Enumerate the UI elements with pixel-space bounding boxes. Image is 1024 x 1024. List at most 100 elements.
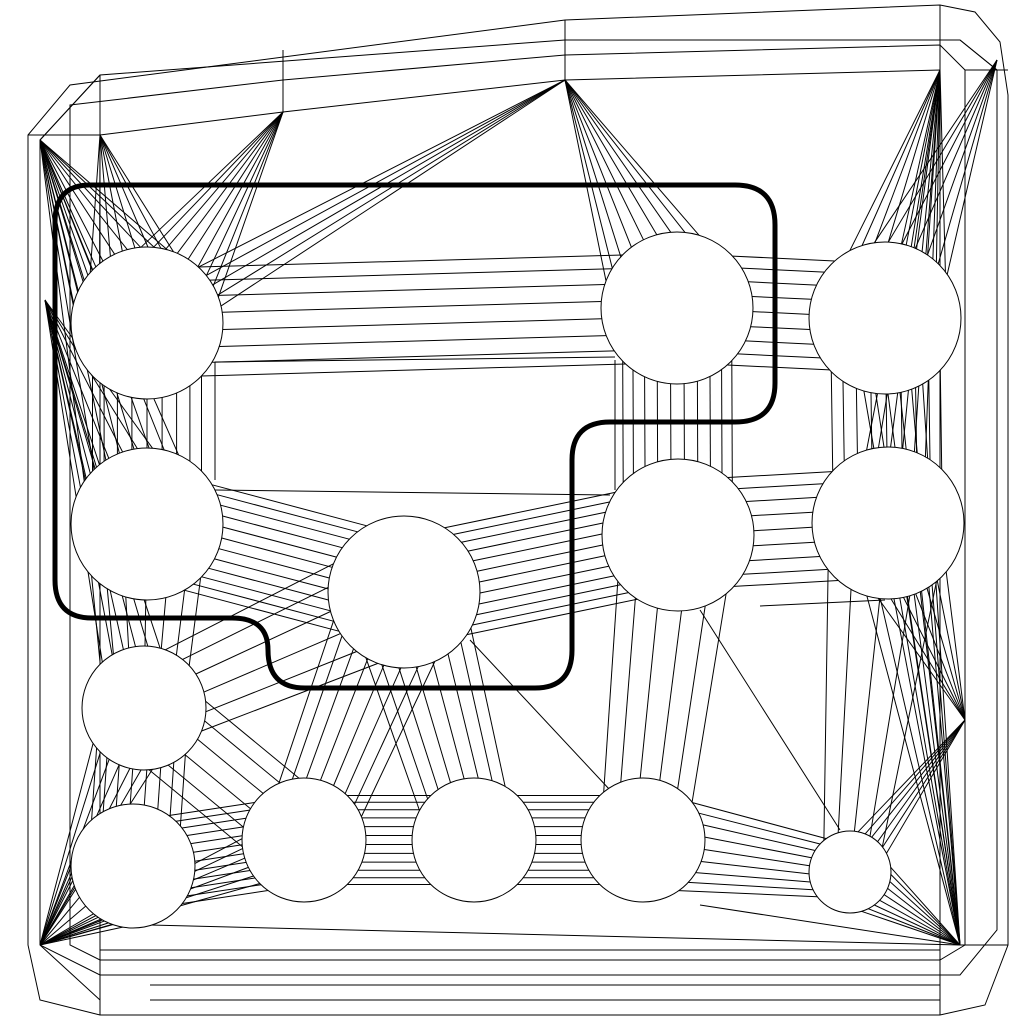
mesh-edge: [887, 888, 961, 946]
mesh-edge: [415, 666, 451, 783]
mesh-edge: [877, 598, 966, 721]
mesh-edge: [887, 59, 998, 243]
mesh-edge: [931, 584, 961, 946]
mesh-edge: [212, 350, 615, 363]
mesh-edge: [39, 139, 141, 248]
mesh-edge: [737, 353, 821, 359]
mesh-edge: [39, 139, 155, 248]
mesh-edge: [220, 79, 566, 307]
frame-edge: [959, 39, 998, 71]
mesh-edge: [914, 59, 998, 249]
mesh-edge: [214, 356, 616, 363]
mesh-edge: [291, 635, 343, 780]
mesh-edge: [823, 569, 829, 841]
mesh-edge: [935, 69, 941, 263]
mesh-edge: [39, 139, 85, 482]
mesh-edge: [39, 743, 94, 946]
frame-edge: [39, 74, 101, 141]
mesh-edge: [222, 526, 337, 558]
mesh-edge: [945, 571, 966, 721]
mesh-edge: [936, 580, 966, 721]
mesh-edge: [106, 588, 114, 655]
mesh-edge: [855, 388, 858, 454]
mesh-edge: [753, 526, 813, 532]
mesh-edge: [871, 719, 966, 838]
mesh-edge: [470, 627, 506, 787]
mesh-edge: [926, 588, 966, 721]
mesh-edge: [699, 904, 961, 946]
mesh-edge: [890, 866, 961, 946]
mesh-edge: [182, 890, 269, 904]
mesh-edge: [903, 597, 966, 721]
mesh-edge: [746, 496, 817, 502]
mesh-edge: [692, 802, 827, 840]
mesh-edge: [115, 764, 120, 807]
mesh-edge: [188, 577, 202, 666]
mesh-edge: [889, 881, 961, 946]
mesh-edge: [467, 522, 604, 552]
obstacle-circle: [811, 446, 965, 600]
mesh-edge: [39, 139, 128, 250]
mesh-edge: [476, 544, 603, 572]
mesh-edge: [212, 79, 566, 286]
mesh-edge: [99, 134, 162, 249]
mesh-edge: [886, 719, 966, 854]
mesh-edge: [206, 79, 566, 276]
mesh-edge: [201, 576, 331, 612]
mesh-edge: [175, 809, 250, 822]
mesh-edge: [678, 890, 818, 898]
mesh-edge: [44, 299, 124, 453]
obstacle-circle: [70, 246, 224, 400]
mesh-edge: [928, 380, 931, 460]
mesh-edge: [39, 139, 107, 461]
mesh-edge: [278, 620, 335, 784]
mesh-edge: [39, 905, 87, 946]
mesh-edge: [179, 754, 186, 827]
mesh-edge: [890, 874, 961, 946]
mesh-edge: [869, 595, 911, 837]
mesh-edge: [194, 861, 247, 871]
mesh-edge: [741, 267, 825, 273]
mesh-edge: [868, 908, 961, 946]
mesh-edge: [874, 904, 961, 946]
mesh-edge: [89, 134, 101, 273]
mesh-edge: [306, 648, 354, 779]
mesh-edge: [209, 268, 612, 281]
frame-outline: [27, 4, 1009, 1016]
mesh-edge: [915, 387, 918, 453]
mesh-edge: [190, 835, 243, 845]
mesh-edge: [864, 719, 966, 835]
mesh-edge: [870, 392, 873, 449]
mesh-edge: [144, 599, 147, 647]
mesh-edge: [879, 899, 961, 946]
mesh-edge: [99, 134, 123, 252]
mesh-edge: [759, 599, 886, 607]
mesh-edge: [157, 767, 162, 810]
mesh-edge: [476, 584, 621, 616]
mesh-edge: [887, 69, 941, 243]
mesh-edge: [214, 558, 329, 590]
mesh-edge: [752, 296, 812, 300]
mesh-edge: [211, 484, 367, 527]
mesh-edge: [153, 111, 284, 248]
obstacle-circle: [241, 777, 367, 903]
mesh-edge: [125, 596, 130, 648]
mesh-edge: [447, 653, 479, 779]
mesh-edge: [168, 802, 255, 816]
obstacle-circle: [81, 645, 207, 771]
mesh-edge: [39, 139, 116, 255]
mesh-edge: [564, 79, 632, 248]
frame-edge: [39, 944, 101, 1001]
mesh-edge: [743, 568, 828, 575]
mesh-edge: [688, 881, 814, 891]
mesh-edge: [175, 590, 186, 656]
mesh-edge: [469, 639, 611, 791]
mesh-edge: [695, 872, 811, 883]
mesh-edge: [861, 910, 961, 946]
mesh-edge: [222, 301, 602, 313]
mesh-edge: [659, 610, 682, 781]
obstacle-group: [70, 231, 965, 929]
mesh-edge: [939, 370, 943, 470]
mesh-edge: [564, 79, 658, 235]
